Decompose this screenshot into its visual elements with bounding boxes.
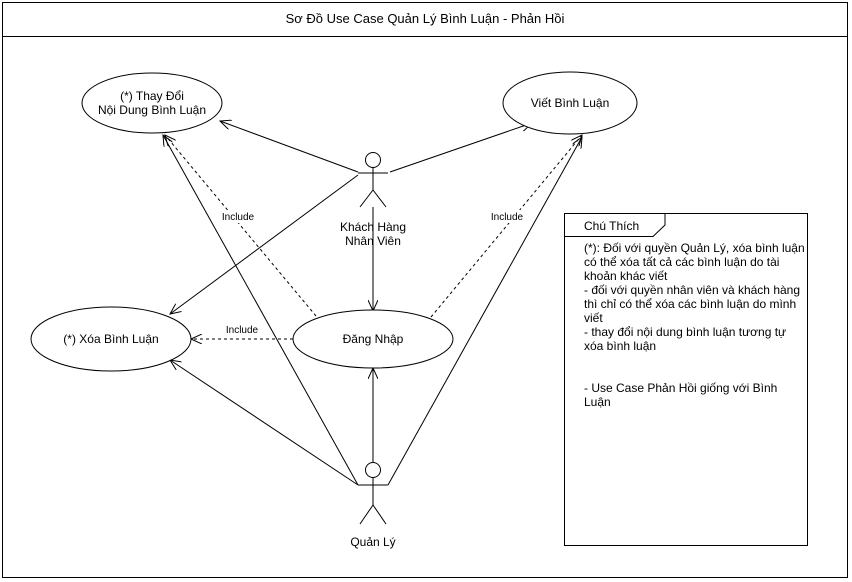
use-case-change-content-line1: (*) Thay Đổi <box>120 89 184 103</box>
include-label-write: Include <box>491 212 524 223</box>
assoc-customer-delete <box>170 174 359 314</box>
include-label-delete: Include <box>226 325 259 336</box>
actor-customer-staff <box>358 152 388 208</box>
actor-customer-staff-line1: Khách Hàng <box>340 220 406 234</box>
use-case-write-comment: Viết Bình Luận <box>502 71 638 135</box>
use-case-delete-comment: (*) Xóa Bình Luận <box>30 306 192 372</box>
assoc-customer-write <box>389 123 532 173</box>
assoc-customer-change <box>220 121 359 173</box>
use-case-change-content-line2: Nội Dung Bình Luận <box>98 103 206 117</box>
note-tab <box>564 213 666 237</box>
actor-customer-staff-line2: Nhân Viên <box>345 234 401 248</box>
note-text: (*): Đối với quyền Quản Lý, xóa bình luậ… <box>584 241 805 409</box>
actor-manager-label: Quản Lý <box>350 535 395 549</box>
use-case-change-content: (*) Thay Đổi Nội Dung Bình Luận <box>81 72 223 134</box>
use-case-login-label: Đăng Nhập <box>343 332 404 346</box>
assoc-manager-write <box>387 137 582 486</box>
actor-manager <box>358 462 388 525</box>
assoc-manager-change <box>163 135 359 486</box>
include-labels: Include Include Include <box>219 210 526 336</box>
assoc-manager-delete <box>170 360 359 486</box>
diagram-title: Sơ Đồ Use Case Quản Lý Bình Luận - Phản … <box>286 11 565 26</box>
include-label-change: Include <box>222 212 255 223</box>
use-case-write-comment-label: Viết Bình Luận <box>531 96 610 110</box>
associations <box>163 121 582 486</box>
note-box: Chú Thích <box>564 213 808 546</box>
use-case-login: Đăng Nhập <box>292 309 454 369</box>
use-case-delete-comment-label: (*) Xóa Bình Luận <box>63 332 158 346</box>
include-relations <box>165 135 582 339</box>
note-title: Chú Thích <box>584 219 639 233</box>
